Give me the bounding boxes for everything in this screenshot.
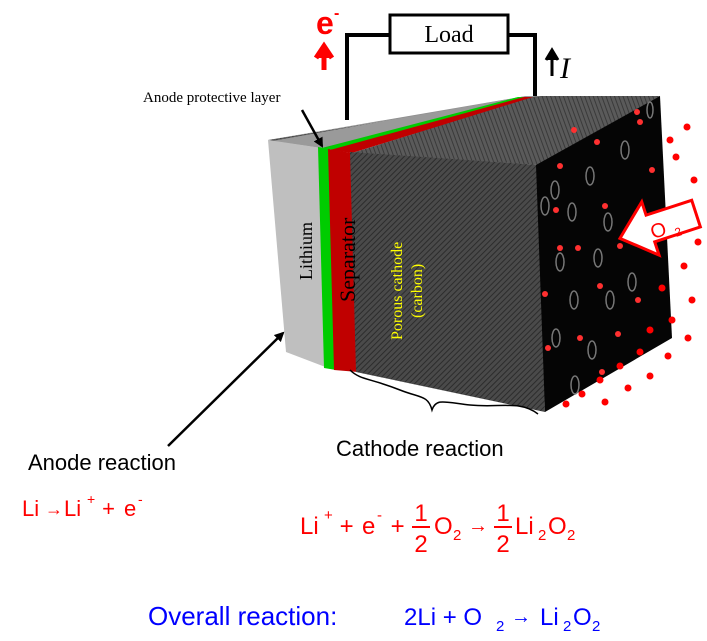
cathode-eq-frac2-num: 1 <box>496 500 509 527</box>
oxygen-in-pores <box>542 109 655 375</box>
oxygen-inflow-arrow: O 2 <box>617 198 703 258</box>
cathode-brace <box>349 369 539 415</box>
cathode-eq-product-sub2: 2 <box>567 527 575 544</box>
anode-reaction-pointer <box>167 331 285 447</box>
load-label: Load <box>424 22 473 48</box>
cathode-eq-product-sub1: 2 <box>538 527 546 544</box>
electron-sup: - <box>334 5 339 22</box>
anode-eq-arrow: → <box>45 499 63 519</box>
cathode-eq-o: O <box>434 513 453 540</box>
cathode-eq-plus2: + <box>384 513 411 540</box>
lithium-layer <box>268 140 328 368</box>
overall-lhs-sub: 2 <box>496 618 504 635</box>
wire-right <box>508 33 537 118</box>
anode-protective-layer-label: Anode protective layer <box>143 90 280 106</box>
anode-reaction-label: Anode reaction <box>28 450 176 475</box>
protective-layer <box>318 147 336 370</box>
overall-rhs-li: Li <box>540 604 559 631</box>
oxygen-label-sub: 2 <box>673 224 684 239</box>
overall-rhs-sub1: 2 <box>563 618 571 635</box>
oxygen-label: O <box>648 218 670 244</box>
anode-eq-plus-sup: + <box>87 491 95 507</box>
cathode-eq-arrow: → <box>468 515 488 537</box>
cathode-eq-o-sub: 2 <box>453 527 461 544</box>
electron-label: e <box>316 5 334 41</box>
cathode-eq-frac-num: 1 <box>414 500 427 527</box>
porous-cathode-label: Porous cathode <box>389 242 406 340</box>
top-separator <box>330 97 534 153</box>
protective-layer-pointer <box>300 109 324 148</box>
cathode-eq-product-li: Li <box>515 513 534 540</box>
anode-eq-e-sup: - <box>138 491 143 507</box>
separator-layer <box>328 149 358 372</box>
top-cathode <box>352 96 660 165</box>
lithium-label: Lithium <box>296 222 316 280</box>
anode-eq-plus: + <box>96 496 121 521</box>
cathode-eq-plus1: + <box>333 513 360 540</box>
current-arrow <box>544 47 560 76</box>
cathode-eq-li: Li <box>300 513 319 540</box>
oxygen-molecules <box>562 123 702 408</box>
wire-left <box>345 33 390 120</box>
overall-arrow: → <box>511 606 531 628</box>
cathode-eq-e: e <box>362 513 375 540</box>
cathode-eq-e-sup: - <box>377 507 382 524</box>
overall-rhs-o: O <box>573 604 592 631</box>
electron-up-arrow <box>313 41 335 70</box>
cathode-end-face <box>536 96 672 412</box>
top-lithium <box>272 96 535 148</box>
cathode-eq-frac2-den: 2 <box>496 531 509 558</box>
overall-rhs-sub2: 2 <box>592 618 600 635</box>
cathode-equation: Li + + e - + 1 2 O 2 → 1 2 Li 2 O 2 <box>300 500 575 558</box>
load-box <box>388 13 510 55</box>
cathode-eq-li-sup: + <box>324 507 333 524</box>
electron-flow: e - I <box>313 5 572 85</box>
current-label: I <box>559 52 572 85</box>
overall-label: Overall reaction: <box>148 601 337 631</box>
cathode-eq-frac-den: 2 <box>414 531 427 558</box>
porous-cathode-sublabel: (carbon) <box>409 264 426 318</box>
cathode-reaction-label: Cathode reaction <box>336 436 504 461</box>
battery-block <box>268 96 672 412</box>
cathode-eq-product-o: O <box>548 513 567 540</box>
anode-eq-e: e <box>124 496 136 521</box>
separator-label: Separator <box>335 217 360 302</box>
anode-eq-li: Li <box>22 496 39 521</box>
overall-lhs: 2Li + O <box>404 604 482 631</box>
overall-equation: Overall reaction: 2Li + O 2 → Li 2 O 2 <box>148 601 600 635</box>
anode-equation: Li → Li + + e - <box>22 491 143 521</box>
porous-cathode-layer <box>350 152 545 412</box>
pores <box>540 101 654 395</box>
anode-eq-li-ion: Li <box>64 496 81 521</box>
